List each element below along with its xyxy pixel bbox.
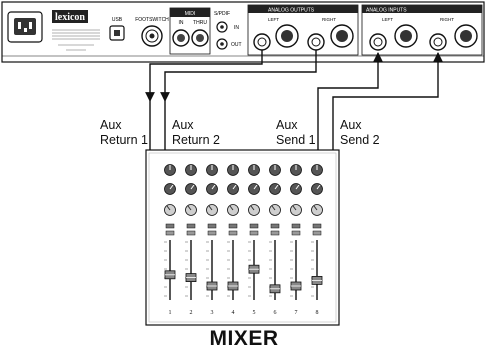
channel-button (165, 230, 175, 236)
midi-label: MIDI (185, 11, 196, 17)
knob-pointer (292, 205, 297, 211)
analog-inputs-label: ANALOG INPUTS (366, 8, 407, 14)
knob-pointer (316, 184, 321, 190)
channel-button (249, 223, 259, 229)
outputs-left-label: LEFT (268, 17, 279, 22)
channel-number: 5 (253, 310, 256, 316)
spdif-out-label: OUT (231, 42, 242, 48)
channel-button (249, 230, 259, 236)
channel-number: 3 (211, 310, 214, 316)
knob-pointer (190, 184, 195, 190)
channel-button (228, 230, 238, 236)
midi-in-label: IN (179, 20, 184, 26)
channel-number: 7 (295, 310, 298, 316)
channel-button (312, 223, 322, 229)
channel-button (270, 223, 280, 229)
knob-pointer (229, 205, 234, 211)
channel-number: 1 (169, 310, 172, 316)
inputs-right-label: RIGHT (440, 17, 454, 22)
analog-outputs-label: ANALOG OUTPUTS (268, 8, 315, 14)
cable-aux-send-2 (332, 52, 443, 150)
mixer-body (145, 149, 340, 326)
knob-pointer (187, 205, 192, 211)
channel-button (207, 223, 217, 229)
channel-button (186, 223, 196, 229)
channel-button (312, 230, 322, 236)
channel-button (228, 223, 238, 229)
usb-label: USB (112, 17, 123, 23)
knob-pointer (313, 205, 318, 211)
channel-number: 6 (274, 310, 277, 316)
knob-pointer (271, 205, 276, 211)
channel-number: 2 (190, 310, 193, 316)
knob-pointer (169, 184, 174, 190)
channel-button (186, 230, 196, 236)
cables (145, 50, 443, 150)
knob-pointer (250, 205, 255, 211)
channel-number: 8 (316, 310, 319, 316)
knob-pointer (253, 184, 258, 190)
mixer: 1 2 3 4 5 6 7 8 (145, 149, 340, 326)
brand-text: lexicon (55, 12, 85, 23)
knob-pointer (208, 205, 213, 211)
spdif-in-label: IN (234, 25, 239, 31)
knob-pointer (166, 205, 171, 211)
lexicon-logo (52, 10, 88, 23)
footswitch-label: FOOTSWITCH (135, 17, 169, 23)
cable-aux-return-2 (160, 50, 317, 102)
spec-fine-print (52, 29, 100, 51)
knob-pointer (211, 184, 216, 190)
channel-button (270, 230, 280, 236)
cable-aux-send-1 (317, 52, 383, 150)
midi-thru-label: THRU (193, 20, 207, 26)
channel-button (291, 230, 301, 236)
channel-button (165, 223, 175, 229)
mixer-title: MIXER (209, 327, 279, 350)
outputs-right-label: RIGHT (322, 17, 336, 22)
inputs-left-label: LEFT (382, 17, 393, 22)
knob-pointer (232, 184, 237, 190)
channel-button (291, 223, 301, 229)
channel-number: 4 (232, 310, 235, 316)
lexicon-rear-panel: lexicon USB FOOTSWITCH MIDI IN THRU S/PD… (1, 1, 485, 63)
channel-button (207, 230, 217, 236)
knob-pointer (295, 184, 300, 190)
spdif-label: S/PDIF (214, 11, 230, 17)
knob-pointer (274, 184, 279, 190)
cable-aux-return-1 (145, 50, 263, 102)
